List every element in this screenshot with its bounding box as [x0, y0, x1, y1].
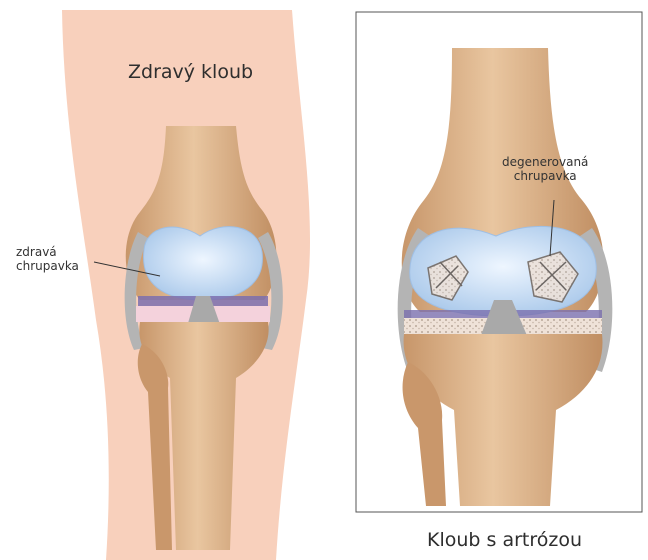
healthy-cartilage-label-line2: chrupavka — [16, 260, 79, 274]
healthy-cartilage-label: zdravá chrupavka — [16, 246, 79, 274]
healthy-knee-panel — [62, 10, 310, 560]
degenerated-cartilage-label-line2: chrupavka — [502, 170, 588, 184]
arthritic-knee-panel — [356, 12, 642, 512]
degenerated-cartilage-label-line1: degenerovaná — [502, 156, 588, 170]
healthy-joint-title: Zdravý kloub — [128, 62, 253, 84]
cartilage-healthy — [144, 227, 263, 300]
degenerated-cartilage-label: degenerovaná chrupavka — [502, 156, 588, 184]
healthy-cartilage-label-line1: zdravá — [16, 246, 79, 260]
arthritic-joint-caption: Kloub s artrózou — [427, 530, 582, 552]
